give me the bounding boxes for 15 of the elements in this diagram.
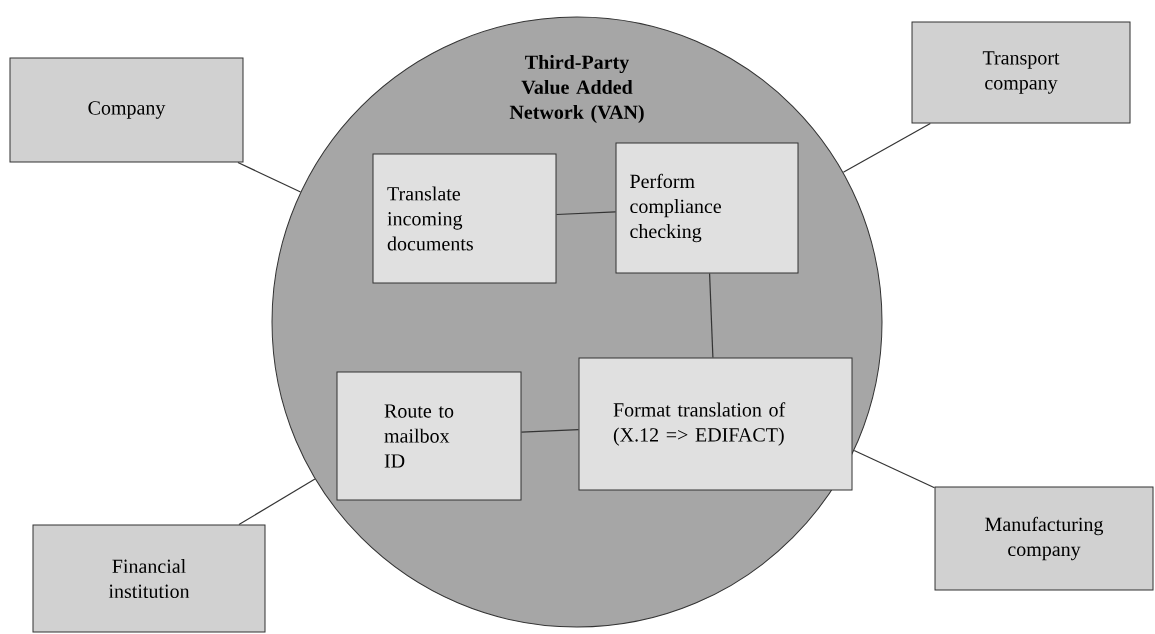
process-box: Format translation of (X.12 => EDIFACT) — [578, 357, 853, 491]
process-box: Translate incoming documents — [372, 153, 557, 284]
connector-line — [238, 478, 316, 526]
company-box: Company — [9, 57, 244, 163]
company-box: Transport company — [911, 21, 1131, 124]
company-box: Manufacturing company — [934, 486, 1154, 591]
connector-line — [555, 211, 617, 216]
process-box: Perform compliance checking — [615, 142, 799, 274]
connector-line — [520, 429, 580, 433]
process-box: Route to mailbox ID — [336, 371, 522, 501]
connector-line — [709, 272, 714, 359]
connector-line — [842, 122, 931, 173]
institution-box: Financial institution — [32, 524, 266, 633]
connector-line — [853, 449, 936, 489]
connector-line — [237, 161, 302, 193]
